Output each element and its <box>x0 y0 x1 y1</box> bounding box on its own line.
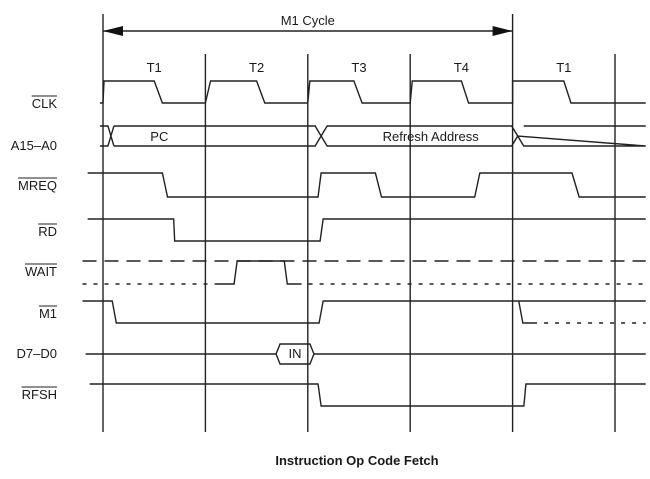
t-state-labels: T1 T2 T3 T4 T1 <box>147 60 572 75</box>
waveform-segment <box>99 80 646 104</box>
signal-wait: WAIT <box>24 260 646 285</box>
cycle-label: M1 Cycle <box>281 13 335 28</box>
bus-segment <box>320 125 519 147</box>
m1-cycle-marker: M1 Cycle <box>103 13 513 36</box>
state-label: T2 <box>249 60 264 75</box>
state-label: T3 <box>351 60 366 75</box>
bus-segment <box>516 125 646 147</box>
diagram-title: Instruction Op Code Fetch <box>275 453 438 468</box>
arrowhead-right-icon <box>492 26 513 36</box>
bus-segment <box>113 125 322 147</box>
signal-clk: CLK <box>31 80 646 111</box>
state-label: T1 <box>147 60 162 75</box>
signal-addr: A15–A0 PC Refresh Address <box>11 125 646 153</box>
waveform-segment <box>89 383 646 407</box>
state-label: T1 <box>556 60 571 75</box>
data-value-label: IN <box>289 346 302 361</box>
state-label: T4 <box>454 60 469 75</box>
signal-mreq: MREQ <box>18 172 646 198</box>
waveform-segment <box>518 300 534 324</box>
signal-m1: M1 <box>38 300 646 324</box>
waveform-segment <box>87 218 646 242</box>
signal-label: CLK <box>32 96 58 111</box>
signal-label: WAIT <box>25 264 57 279</box>
signal-label: M1 <box>39 306 57 321</box>
signal-data: D7–D0 IN <box>17 343 646 365</box>
waveform-segment <box>82 300 646 324</box>
waveform-segment <box>87 172 646 198</box>
bus-value-label: PC <box>150 129 168 144</box>
signal-label: MREQ <box>18 178 57 193</box>
data-valid-box <box>275 343 315 365</box>
arrowhead-left-icon <box>103 26 123 36</box>
signal-rd: RD <box>38 218 646 242</box>
signal-label: RD <box>38 224 57 239</box>
time-grid <box>102 14 616 432</box>
signal-label: A15–A0 <box>11 138 57 153</box>
signal-rfsh: RFSH <box>21 383 646 407</box>
waveform-segment <box>215 260 298 285</box>
bus-value-label: Refresh Address <box>383 129 480 144</box>
signal-label: D7–D0 <box>17 346 57 361</box>
bus-transition <box>99 125 115 147</box>
signal-label: RFSH <box>22 387 57 402</box>
